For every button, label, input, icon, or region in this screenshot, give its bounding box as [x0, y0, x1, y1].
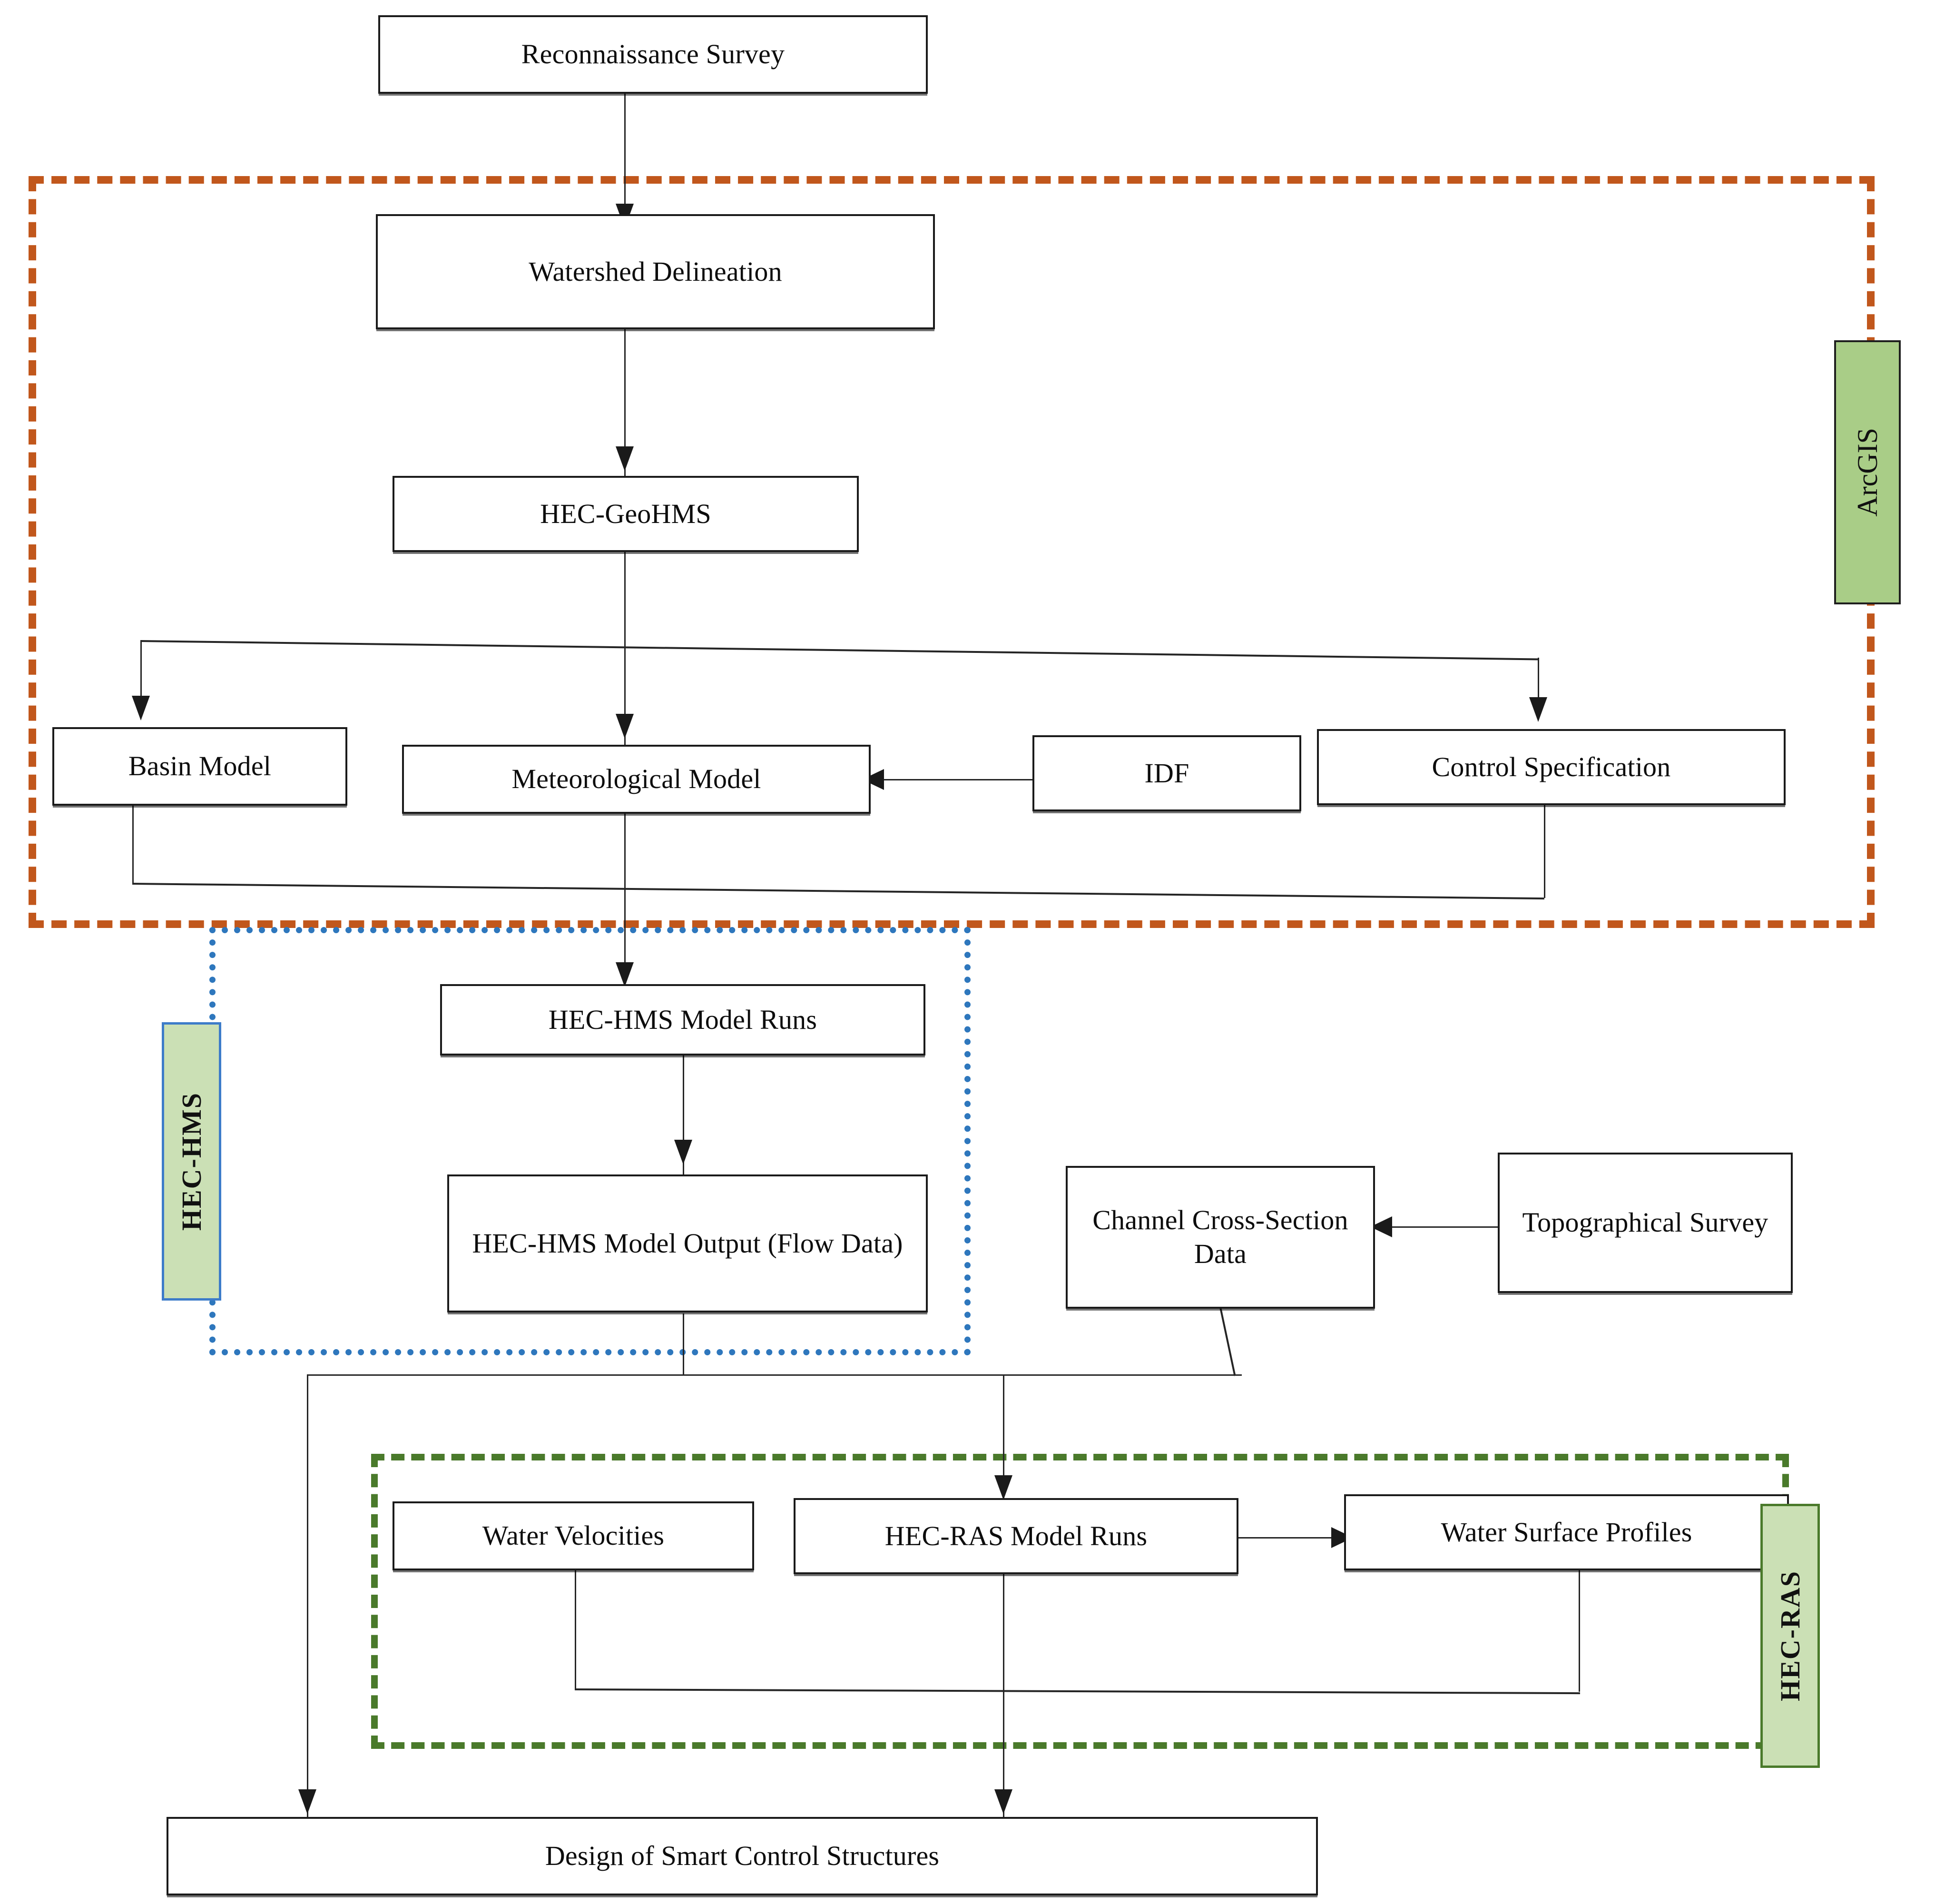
edge-geohms-to-control-spec	[1538, 658, 1539, 717]
edge-topo-to-channel	[1380, 1226, 1499, 1228]
node-topographical-survey-label: Topographical Survey	[1522, 1207, 1768, 1238]
edge-lower-junction-bus	[307, 1374, 1242, 1376]
edge-recon-to-watershed	[624, 93, 626, 231]
node-design-of-smart-control-structures-label: Design of Smart Control Structures	[545, 1840, 940, 1872]
arrowhead-design-right	[994, 1789, 1012, 1814]
node-control-specification-label: Control Specification	[1432, 751, 1671, 782]
node-design-of-smart-control-structures[interactable]: Design of Smart Control Structures	[167, 1817, 1318, 1895]
group-tag-hecras-label: HEC-RAS	[1775, 1570, 1806, 1702]
node-hechms-model-output[interactable]: HEC-HMS Model Output (Flow Data)	[447, 1174, 928, 1312]
edge-bus-to-design-left	[307, 1374, 308, 1817]
node-water-velocities[interactable]: Water Velocities	[393, 1501, 754, 1570]
node-water-surface-profiles[interactable]: Water Surface Profiles	[1344, 1494, 1789, 1570]
arcgis-group-boundary	[29, 176, 1875, 928]
edge-control-spec-down	[1544, 805, 1545, 898]
group-tag-arcgis-label: ArcGIS	[1851, 428, 1883, 517]
edge-basin-down	[132, 804, 134, 883]
node-hechms-model-output-label: HEC-HMS Model Output (Flow Data)	[472, 1227, 903, 1259]
arrowhead-hechms-model-runs	[616, 962, 634, 987]
node-channel-cross-section-data-label: Channel Cross-Section Data	[1092, 1204, 1348, 1269]
arrowhead-hecras-model-runs	[994, 1475, 1012, 1500]
edge-idf-to-meteorological	[871, 779, 1032, 780]
edge-geohms-to-meteorological	[624, 552, 626, 757]
edge-velocities-up	[575, 1570, 576, 1689]
node-idf[interactable]: IDF	[1032, 735, 1301, 811]
node-reconnaissance-survey-label: Reconnaissance Survey	[521, 39, 785, 70]
node-basin-model[interactable]: Basin Model	[52, 727, 347, 806]
node-reconnaissance-survey[interactable]: Reconnaissance Survey	[378, 15, 928, 94]
node-hecras-model-runs[interactable]: HEC-RAS Model Runs	[794, 1498, 1238, 1574]
edge-meteorological-to-hms-runs	[624, 814, 626, 999]
edge-watershed-to-geohms	[624, 328, 626, 476]
node-idf-label: IDF	[1144, 757, 1189, 789]
arrowhead-geohms	[616, 446, 634, 471]
node-meteorological-model[interactable]: Meteorological Model	[402, 745, 871, 814]
node-channel-cross-section-data[interactable]: Channel Cross-Section Data	[1066, 1166, 1375, 1309]
edge-hecras-runs-to-design	[1003, 1570, 1004, 1818]
node-topographical-survey[interactable]: Topographical Survey	[1498, 1153, 1793, 1293]
arrowhead-control-spec	[1529, 697, 1547, 722]
group-tag-hecras: HEC-RAS	[1760, 1504, 1820, 1768]
node-control-specification[interactable]: Control Specification	[1317, 729, 1786, 805]
arrowhead-hechms-model-output	[674, 1140, 692, 1164]
edge-wsp-down	[1579, 1570, 1580, 1692]
node-watershed-delineation-label: Watershed Delineation	[529, 256, 782, 287]
arrowhead-basin-model	[132, 696, 150, 720]
node-hec-geohms-label: HEC-GeoHMS	[540, 498, 711, 529]
node-hechms-model-runs[interactable]: HEC-HMS Model Runs	[440, 984, 925, 1056]
node-hec-geohms[interactable]: HEC-GeoHMS	[393, 476, 859, 552]
arrowhead-design-left	[298, 1789, 316, 1814]
group-tag-hechms-label: HEC-HMS	[176, 1092, 207, 1231]
edge-bus-to-hecras-runs	[1003, 1374, 1004, 1503]
node-water-surface-profiles-label: Water Surface Profiles	[1441, 1516, 1692, 1548]
node-water-velocities-label: Water Velocities	[482, 1520, 665, 1551]
node-hecras-model-runs-label: HEC-RAS Model Runs	[884, 1520, 1148, 1551]
arrowhead-meteorological	[616, 714, 634, 739]
edge-hecras-runs-to-wsp	[1237, 1537, 1342, 1539]
group-tag-arcgis: ArcGIS	[1834, 340, 1901, 604]
edge-hms-runs-to-hms-output	[683, 1054, 684, 1175]
node-watershed-delineation[interactable]: Watershed Delineation	[376, 214, 935, 329]
node-hechms-model-runs-label: HEC-HMS Model Runs	[548, 1004, 817, 1035]
node-basin-model-label: Basin Model	[128, 750, 272, 782]
group-tag-hechms: HEC-HMS	[162, 1022, 221, 1301]
edge-hms-output-down	[683, 1313, 684, 1375]
node-meteorological-model-label: Meteorological Model	[511, 763, 761, 795]
edge-geohms-to-basin	[140, 640, 142, 714]
